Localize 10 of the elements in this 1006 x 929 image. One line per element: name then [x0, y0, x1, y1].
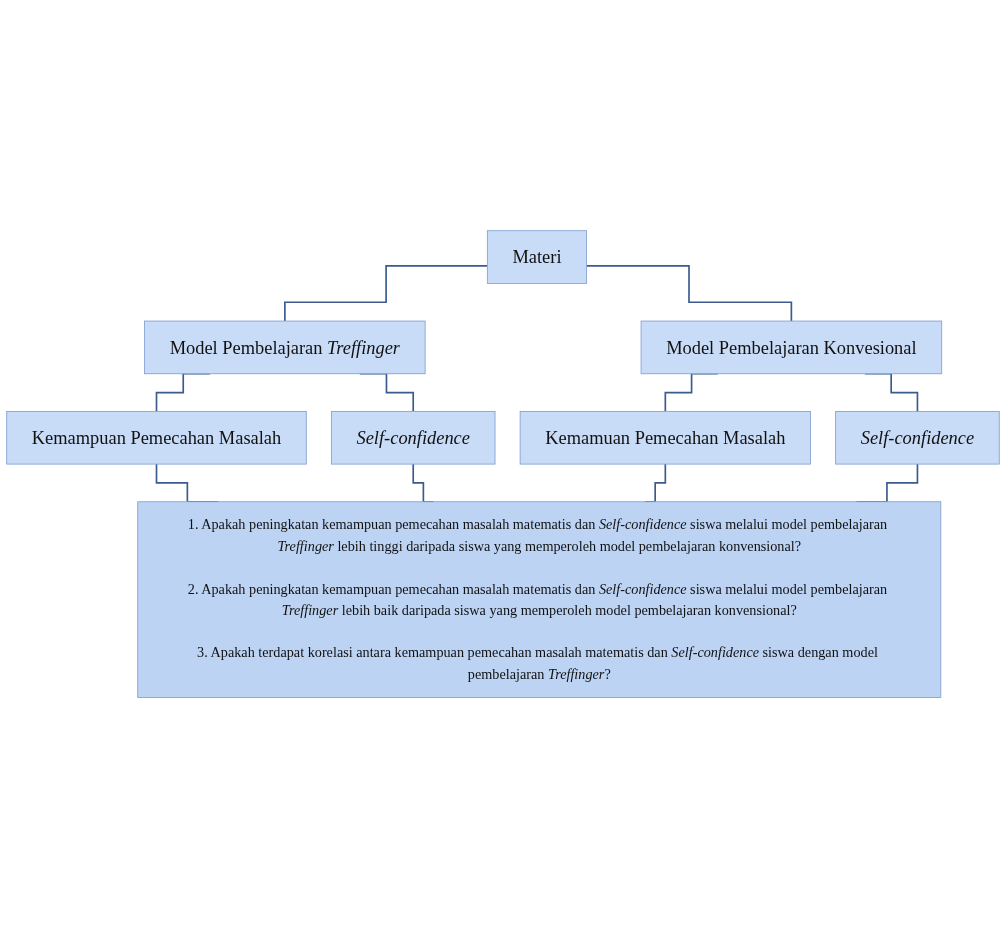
node-box: 1. Apakah peningkatan kemampuan pemecahan masalah matematis dan Self-confidence siswa melalui model pembelajaran Treffinger lebih tinggi daripada siswa yang memperoleh model pembelajaran konvensional? 2. Apakah peningkatan kemampuan pemecahan masalah matematis dan Self-confidence siswa melalui model pembelajaran Treffinger lebih baik daripada siswa yang memperoleh model pembelajaran konvensional? 3. Apakah terdapat korelasi antara kemampuan pemecahan masalah matematis dan Self-confidence siswa dengan model pembelajaran Treffinger?: [137, 501, 942, 699]
node-box: Self-confidence: [331, 411, 496, 465]
node-box: Materi: [486, 230, 588, 285]
connector: [284, 265, 489, 323]
node-box: Kemamuan Pemecahan Masalah: [519, 411, 811, 465]
node-box: Model Pembelajaran Konvesional: [640, 321, 943, 375]
node-box: Self-confidence: [835, 411, 1000, 465]
connector: [585, 265, 793, 323]
node-box: Model Pembelajaran Treffinger: [144, 321, 426, 375]
node-box: Kemampuan Pemecahan Masalah: [6, 411, 307, 465]
